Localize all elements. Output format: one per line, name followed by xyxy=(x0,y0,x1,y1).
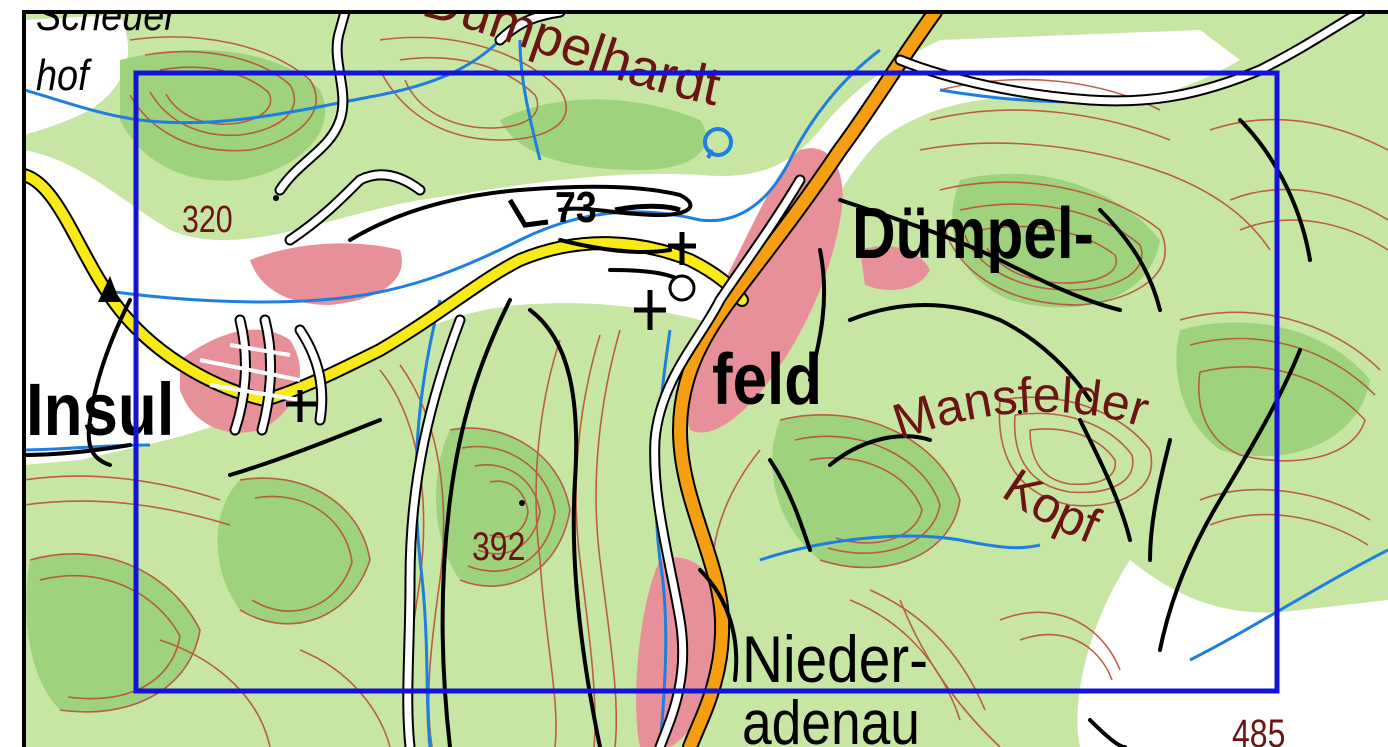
main-road xyxy=(673,12,941,747)
spot-height-392: 392 xyxy=(472,524,525,569)
map-margin xyxy=(0,0,24,747)
open-land-west xyxy=(24,15,129,135)
village-streets xyxy=(199,343,301,402)
place-label-nieder: Nieder- xyxy=(742,623,928,697)
road-number-label: 73 xyxy=(555,182,597,232)
selection-frame[interactable] xyxy=(133,70,1280,694)
forest-patch xyxy=(217,478,370,624)
settlement-patch xyxy=(860,246,930,290)
place-label-hof: hof xyxy=(36,50,92,99)
church-cross-symbol xyxy=(286,390,316,422)
place-label-adenau: adenau xyxy=(742,689,920,747)
spot-height-485: 485 xyxy=(1232,711,1285,747)
church-cross-symbol xyxy=(668,232,696,265)
spot-height-dot xyxy=(273,195,279,201)
tracks xyxy=(24,118,1312,747)
spring-symbol xyxy=(703,127,733,159)
forest-patch xyxy=(120,50,326,181)
summit-triangle-symbol xyxy=(98,276,120,302)
open-land-southeast xyxy=(1077,560,1388,747)
chapel-circle-symbol xyxy=(668,274,696,302)
map-margin-top xyxy=(0,0,1388,12)
minor-roads xyxy=(229,12,1366,747)
place-label-feld: feld xyxy=(712,340,822,420)
settlement-insul-north xyxy=(250,243,402,305)
settlement-dumpelfeld xyxy=(687,148,843,433)
map-border xyxy=(22,10,1388,747)
place-label-scheuer: Scheuer xyxy=(36,0,179,40)
forest-patch xyxy=(1176,322,1370,457)
forest-patch xyxy=(500,99,707,170)
church-cross-symbol xyxy=(634,290,666,330)
spot-height-320: 320 xyxy=(182,199,233,241)
road-number-badge xyxy=(507,198,681,228)
forest-patch xyxy=(26,553,200,712)
forest-patch xyxy=(772,414,960,568)
place-label-dumpel: Dümpel- xyxy=(852,194,1094,274)
spot-height-dot xyxy=(519,500,525,506)
spot-height-dot xyxy=(1018,410,1022,414)
place-label-insul: Insul xyxy=(26,369,174,452)
